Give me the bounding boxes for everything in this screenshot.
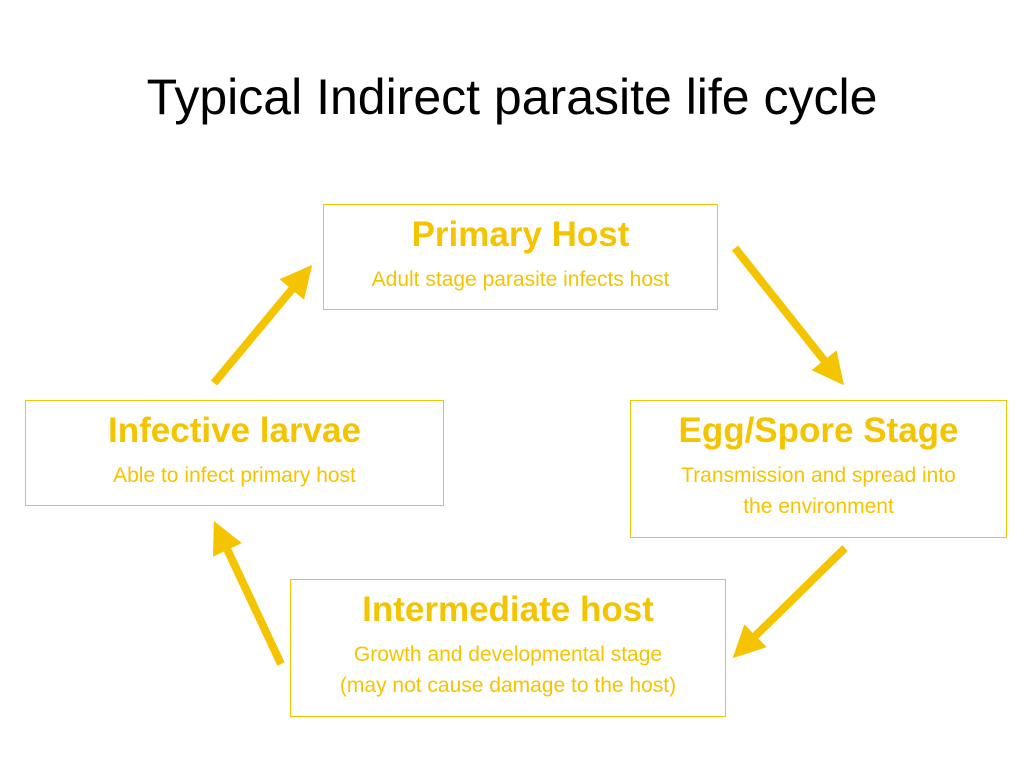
node-description: Transmission and spread into the environ… (631, 460, 1006, 522)
arrow-intermediate-to-larvae (212, 520, 285, 666)
node-primary-host: Primary Host Adult stage parasite infect… (323, 204, 718, 310)
node-description: Growth and developmental stage (may not … (291, 639, 725, 701)
node-title: Intermediate host (362, 590, 654, 629)
arrow-primary-to-egg (731, 245, 844, 386)
node-description-line: (may not cause damage to the host) (339, 674, 677, 697)
node-description: Able to infect primary host (26, 460, 443, 491)
arrow-egg-to-intermediate (732, 545, 848, 659)
arrow-larvae-to-primary (210, 264, 313, 386)
node-egg-spore-stage: Egg/Spore Stage Transmission and spread … (630, 400, 1007, 538)
page-title: Typical Indirect parasite life cycle (146, 69, 878, 125)
node-description: Adult stage parasite infects host (324, 264, 717, 295)
node-description-line: Able to infect primary host (113, 464, 356, 487)
node-description-line: Transmission and spread into (681, 464, 956, 487)
node-description-line: the environment (743, 495, 894, 518)
node-title: Infective larvae (108, 411, 361, 450)
node-intermediate-host: Intermediate host Growth and development… (290, 579, 726, 717)
node-title: Egg/Spore Stage (678, 411, 959, 450)
node-description-line: Adult stage parasite infects host (371, 268, 670, 291)
node-description-line: Growth and developmental stage (353, 643, 663, 666)
node-title: Primary Host (411, 215, 630, 254)
node-infective-larvae: Infective larvae Able to infect primary … (25, 400, 444, 506)
